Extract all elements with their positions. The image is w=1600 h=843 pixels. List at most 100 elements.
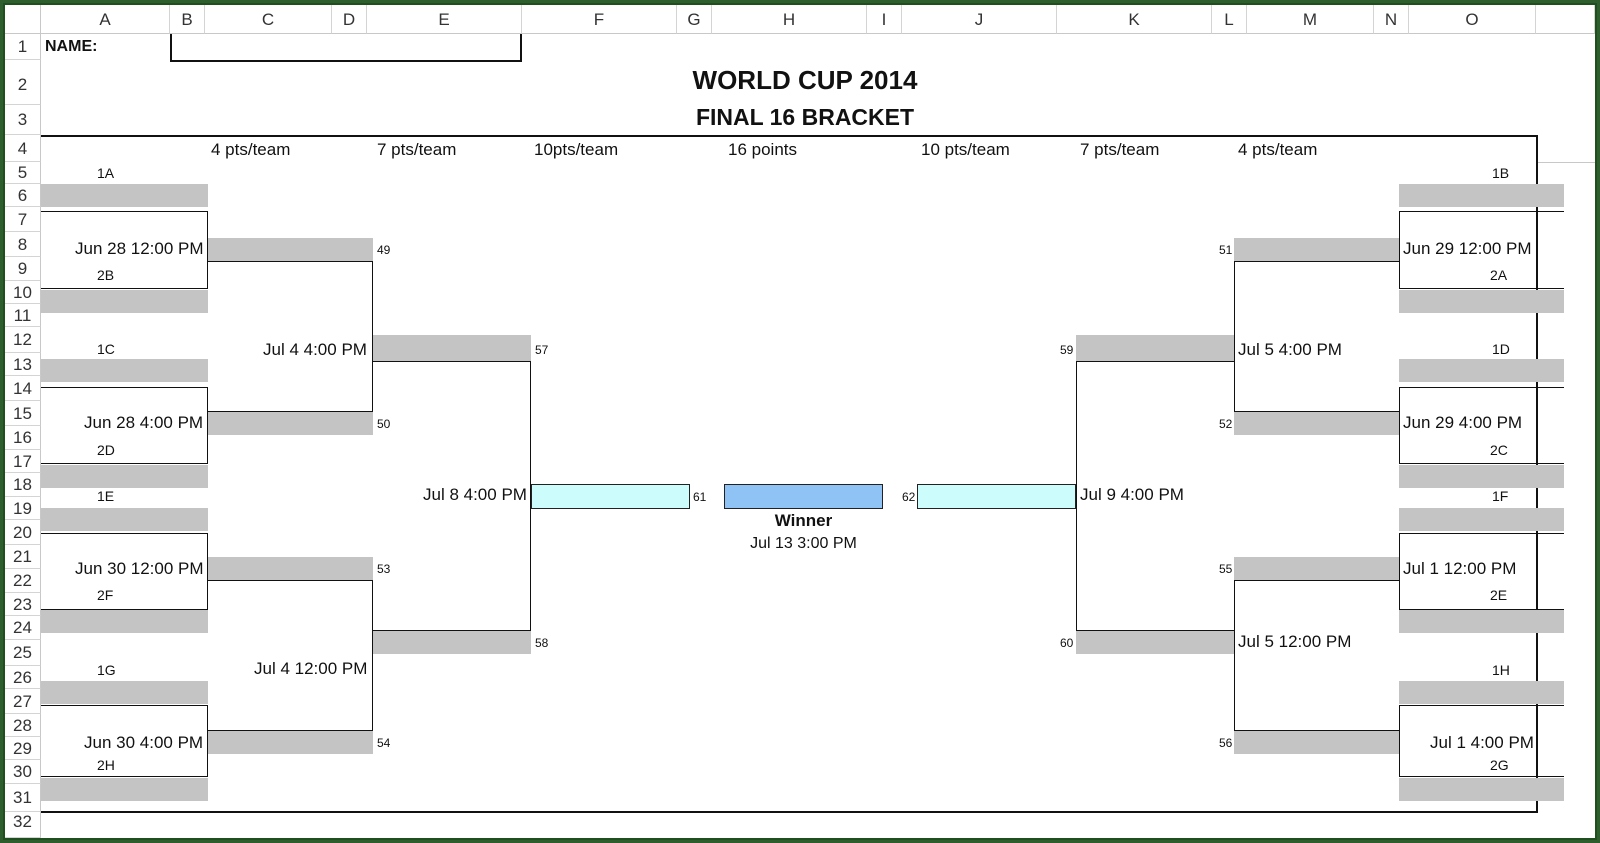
row-header-32[interactable]: 32 <box>5 812 41 838</box>
column-header-k[interactable]: K <box>1057 5 1212 34</box>
column-header-b[interactable]: B <box>170 5 205 34</box>
row-header-9[interactable]: 9 <box>5 257 41 281</box>
finalist-slot-left[interactable] <box>531 484 690 509</box>
points-qf-right: 7 pts/team <box>1080 140 1160 159</box>
team-slot[interactable] <box>41 290 208 313</box>
match-date: Jul 4 12:00 PM <box>254 659 368 678</box>
team-slot[interactable] <box>1399 359 1564 382</box>
match-box <box>41 211 208 289</box>
row-header-10[interactable]: 10 <box>5 281 41 304</box>
row-header-1[interactable]: 1 <box>5 34 41 60</box>
team-slot[interactable] <box>1399 184 1564 207</box>
row-divider <box>1538 162 1595 163</box>
column-header-f[interactable]: F <box>522 5 677 34</box>
team-slot[interactable] <box>1234 731 1399 754</box>
row-header-5[interactable]: 5 <box>5 162 41 184</box>
row-header-7[interactable]: 7 <box>5 207 41 232</box>
column-header-j[interactable]: J <box>902 5 1057 34</box>
team-slot[interactable] <box>1234 557 1399 580</box>
match-date: Jun 30 4:00 PM <box>84 733 204 752</box>
team-slot[interactable] <box>1234 238 1399 261</box>
name-input-cell[interactable] <box>170 34 522 62</box>
column-header-n[interactable]: N <box>1374 5 1409 34</box>
column-header-c[interactable]: C <box>205 5 332 34</box>
row-header-23[interactable]: 23 <box>5 593 41 616</box>
row-header-15[interactable]: 15 <box>5 401 41 426</box>
team-slot[interactable] <box>1234 412 1399 435</box>
team-slot[interactable] <box>1399 610 1564 633</box>
page-subtitle: FINAL 16 BRACKET <box>695 104 915 130</box>
team-slot[interactable] <box>41 184 208 207</box>
row-header-28[interactable]: 28 <box>5 714 41 737</box>
column-header-h[interactable]: H <box>712 5 867 34</box>
seed-1e: 1E <box>97 488 115 504</box>
row-header-27[interactable]: 27 <box>5 689 41 714</box>
row-header-4[interactable]: 4 <box>5 135 41 162</box>
team-slot[interactable] <box>41 778 208 801</box>
team-slot[interactable] <box>1076 335 1234 361</box>
row-header-21[interactable]: 21 <box>5 545 41 569</box>
seed-2d: 2D <box>97 442 115 458</box>
team-slot[interactable] <box>208 238 373 261</box>
row-header-3[interactable]: 3 <box>5 105 41 135</box>
match-date: Jun 28 12:00 PM <box>75 239 204 258</box>
row-header-26[interactable]: 26 <box>5 666 41 689</box>
row-header-12[interactable]: 12 <box>5 327 41 353</box>
row-header-13[interactable]: 13 <box>5 353 41 376</box>
column-header-o[interactable]: O <box>1409 5 1536 34</box>
points-final: 16 points <box>728 140 797 159</box>
winner-label: Winner <box>774 511 833 530</box>
champion-slot[interactable] <box>724 484 883 509</box>
row-header-18[interactable]: 18 <box>5 473 41 497</box>
row-header-30[interactable]: 30 <box>5 760 41 784</box>
row-header-17[interactable]: 17 <box>5 450 41 473</box>
match-number-54: 54 <box>377 736 391 750</box>
row-header-31[interactable]: 31 <box>5 784 41 812</box>
team-slot[interactable] <box>1399 290 1564 313</box>
row-header-14[interactable]: 14 <box>5 376 41 401</box>
team-slot[interactable] <box>1399 465 1564 488</box>
match-number-55: 55 <box>1219 562 1233 576</box>
finalist-slot-right[interactable] <box>917 484 1076 509</box>
row-header-16[interactable]: 16 <box>5 426 41 450</box>
team-slot[interactable] <box>1399 508 1564 531</box>
team-slot[interactable] <box>41 681 208 704</box>
team-slot[interactable] <box>373 335 531 361</box>
row-header-20[interactable]: 20 <box>5 520 41 545</box>
column-header-a[interactable]: A <box>41 5 170 34</box>
row-header-25[interactable]: 25 <box>5 640 41 666</box>
column-header-i[interactable]: I <box>867 5 902 34</box>
column-header-m[interactable]: M <box>1247 5 1374 34</box>
match-number-51: 51 <box>1219 243 1233 257</box>
team-slot[interactable] <box>373 631 531 654</box>
column-header-l[interactable]: L <box>1212 5 1247 34</box>
team-slot[interactable] <box>208 412 373 435</box>
row-header-29[interactable]: 29 <box>5 737 41 760</box>
row-header-8[interactable]: 8 <box>5 232 41 257</box>
row-header-22[interactable]: 22 <box>5 569 41 593</box>
team-slot[interactable] <box>41 610 208 633</box>
seed-1f: 1F <box>1492 488 1509 504</box>
team-slot[interactable] <box>208 731 373 754</box>
column-header-e[interactable]: E <box>367 5 522 34</box>
team-slot[interactable] <box>41 359 208 382</box>
seed-2h: 2H <box>97 757 115 773</box>
team-slot[interactable] <box>41 508 208 531</box>
match-box <box>1399 533 1564 610</box>
row-header-6[interactable]: 6 <box>5 184 41 207</box>
team-slot[interactable] <box>41 465 208 488</box>
row-header-19[interactable]: 19 <box>5 497 41 520</box>
match-date: Jul 5 12:00 PM <box>1238 632 1352 651</box>
team-slot[interactable] <box>1399 681 1564 704</box>
team-slot[interactable] <box>208 557 373 580</box>
seed-1h: 1H <box>1492 662 1510 678</box>
select-all-corner[interactable] <box>5 5 41 34</box>
team-slot[interactable] <box>1076 631 1234 654</box>
team-slot[interactable] <box>1399 778 1564 801</box>
column-header-g[interactable]: G <box>677 5 712 34</box>
row-header-24[interactable]: 24 <box>5 616 41 640</box>
row-header-11[interactable]: 11 <box>5 304 41 327</box>
row-header-2[interactable]: 2 <box>5 60 41 105</box>
match-date: Jun 29 12:00 PM <box>1403 239 1532 258</box>
column-header-d[interactable]: D <box>332 5 367 34</box>
